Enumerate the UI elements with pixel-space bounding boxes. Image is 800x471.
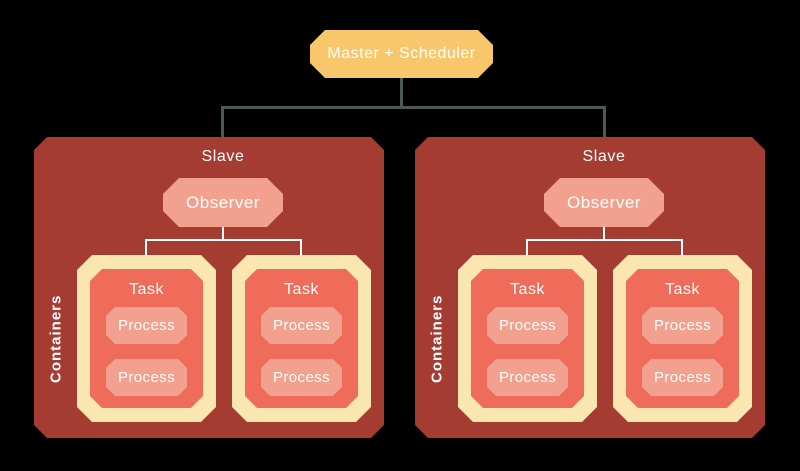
slave-node-left: Slave Observer Containers Task Process P…: [34, 137, 384, 438]
process-node: Process: [487, 359, 568, 396]
connector-drop-right: [603, 106, 606, 138]
connector-drop-left: [221, 106, 224, 138]
slave-node-right: Slave Observer Containers Task Process P…: [415, 137, 765, 438]
container-box: Task Process Process: [77, 255, 216, 422]
task-node: Task Process Process: [245, 269, 358, 408]
process-node: Process: [106, 307, 187, 344]
process-node: Process: [106, 359, 187, 396]
observer-node: Observer: [163, 178, 283, 227]
slave-label: Slave: [201, 148, 245, 165]
process-label: Process: [654, 317, 711, 334]
master-scheduler-node: Master + Scheduler: [310, 30, 493, 78]
master-scheduler-label: Master + Scheduler: [327, 45, 476, 62]
observer-label: Observer: [186, 192, 260, 212]
container-box: Task Process Process: [232, 255, 371, 422]
process-label: Process: [118, 317, 175, 334]
connector-master-stem: [400, 78, 403, 108]
process-node: Process: [261, 307, 342, 344]
containers-label: Containers: [47, 294, 65, 383]
observer-connector-stem: [603, 227, 605, 240]
observer-connector-drop-left: [145, 239, 147, 256]
container-box: Task Process Process: [613, 255, 752, 422]
task-node: Task Process Process: [626, 269, 739, 408]
observer-connector-stem: [222, 227, 224, 240]
process-node: Process: [642, 359, 723, 396]
observer-label: Observer: [567, 192, 641, 212]
task-label: Task: [129, 281, 164, 298]
task-label: Task: [510, 281, 545, 298]
connector-horizontal: [221, 106, 606, 109]
process-node: Process: [487, 307, 568, 344]
process-label: Process: [118, 369, 175, 386]
process-label: Process: [499, 369, 556, 386]
task-node: Task Process Process: [90, 269, 203, 408]
process-label: Process: [654, 369, 711, 386]
observer-node: Observer: [544, 178, 664, 227]
task-label: Task: [665, 281, 700, 298]
observer-connector-horizontal: [145, 239, 302, 241]
process-label: Process: [273, 369, 330, 386]
process-label: Process: [273, 317, 330, 334]
slave-label: Slave: [582, 148, 626, 165]
task-label: Task: [284, 281, 319, 298]
containers-label: Containers: [428, 294, 446, 383]
observer-connector-drop-left: [526, 239, 528, 256]
container-box: Task Process Process: [458, 255, 597, 422]
process-node: Process: [642, 307, 723, 344]
process-node: Process: [261, 359, 342, 396]
observer-connector-drop-right: [300, 239, 302, 256]
observer-connector-horizontal: [526, 239, 683, 241]
observer-connector-drop-right: [681, 239, 683, 256]
task-node: Task Process Process: [471, 269, 584, 408]
process-label: Process: [499, 317, 556, 334]
